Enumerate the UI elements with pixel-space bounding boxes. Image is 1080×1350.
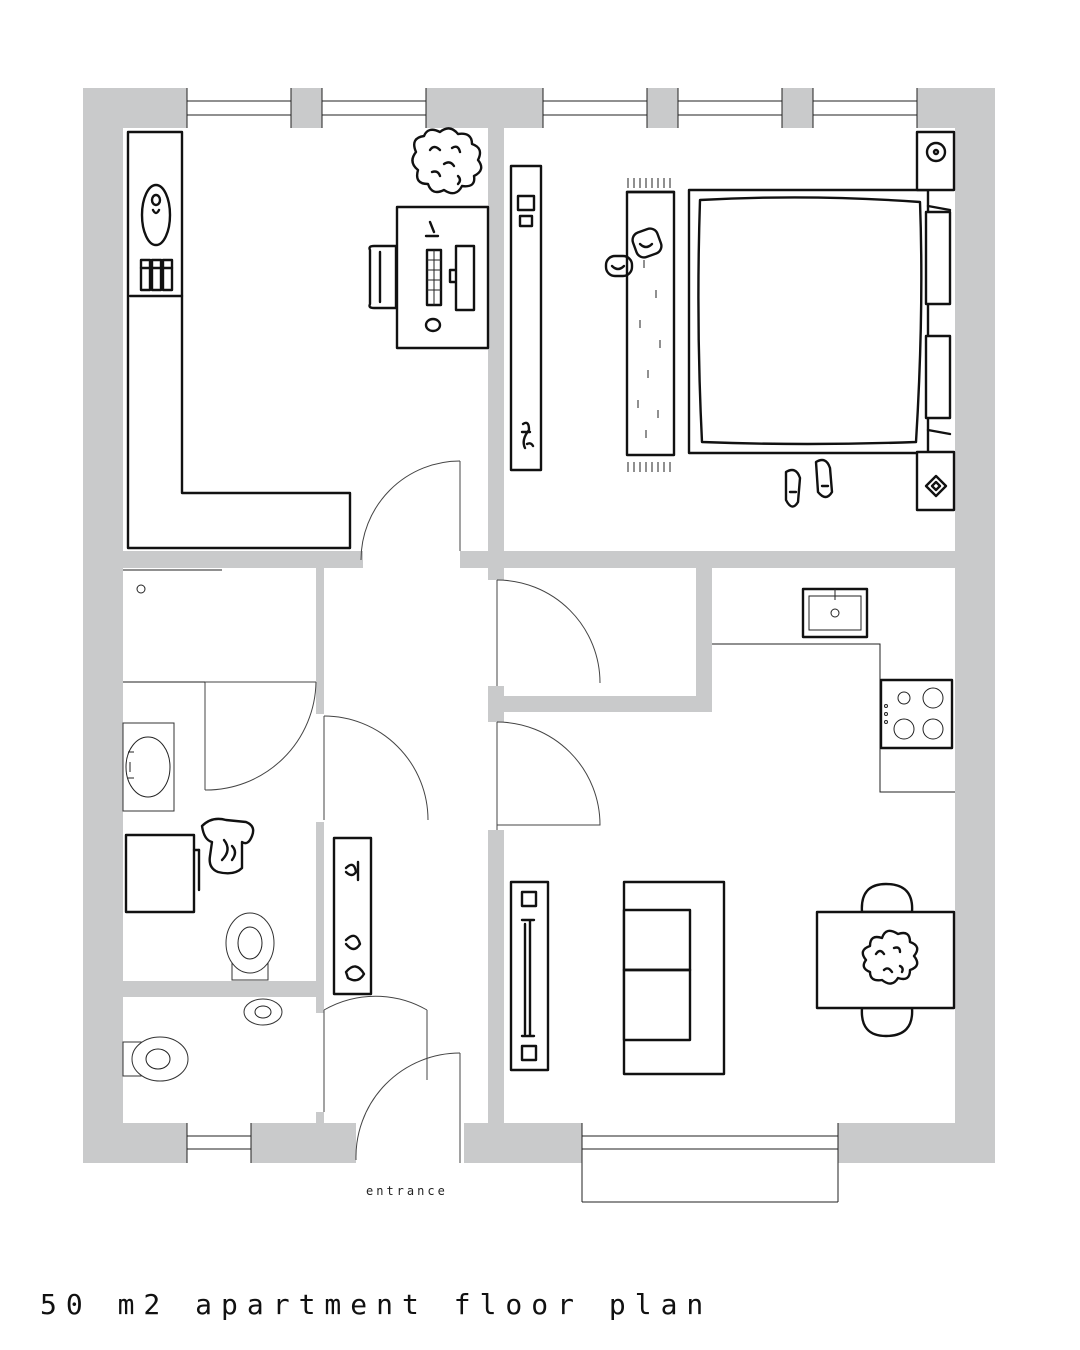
wc-washbasin [243,998,283,1026]
l-shaped-desk [126,130,352,550]
office-chair[interactable] [368,244,398,310]
windows [186,88,918,1203]
washing-machine [124,833,201,914]
stove-icon[interactable] [879,678,954,750]
bathtub [123,569,222,683]
walls [83,88,995,1163]
hall-shoe-rack [332,836,373,996]
living-door[interactable] [496,721,601,830]
office-room [126,127,490,550]
plant-icon [411,127,483,195]
double-bed[interactable] [687,188,952,455]
bathroom-washbasin [122,722,175,812]
bathroom-door[interactable] [204,681,317,791]
nightstand-bottom [915,450,956,512]
sofa[interactable] [622,880,726,1076]
nightstand-top [915,130,956,192]
hall-door[interactable] [323,715,429,821]
wc-door[interactable] [323,995,428,1112]
entrance-door[interactable] [355,1052,461,1163]
keyboard-icon [425,248,443,307]
office-door[interactable] [360,460,461,561]
toilet-bath [225,912,275,981]
monitor-icon [448,244,476,312]
bathroom [122,569,373,996]
wc-toilet [122,1036,189,1082]
shoes-icon [784,458,834,508]
flowers-icon [861,929,919,985]
mouse-icon [424,317,442,333]
rug [625,178,676,472]
dining-table[interactable] [815,882,956,1038]
sink-icon [801,587,869,639]
doors [204,460,601,1163]
slippers-icon [604,227,663,278]
wc-room [122,998,283,1082]
pen-icon [424,220,440,238]
tv-unit [509,880,550,1072]
entrance-label: entrance [366,1184,448,1198]
kitchen-living [509,587,956,1076]
books-icon [139,258,174,292]
wardrobe [509,164,543,472]
clothes-icon [200,817,255,875]
bedroom [509,130,956,512]
washbasin-icon [140,183,172,247]
bedroom-door[interactable] [496,579,601,686]
plan-title: 50 m2 apartment floor plan [40,1288,713,1321]
